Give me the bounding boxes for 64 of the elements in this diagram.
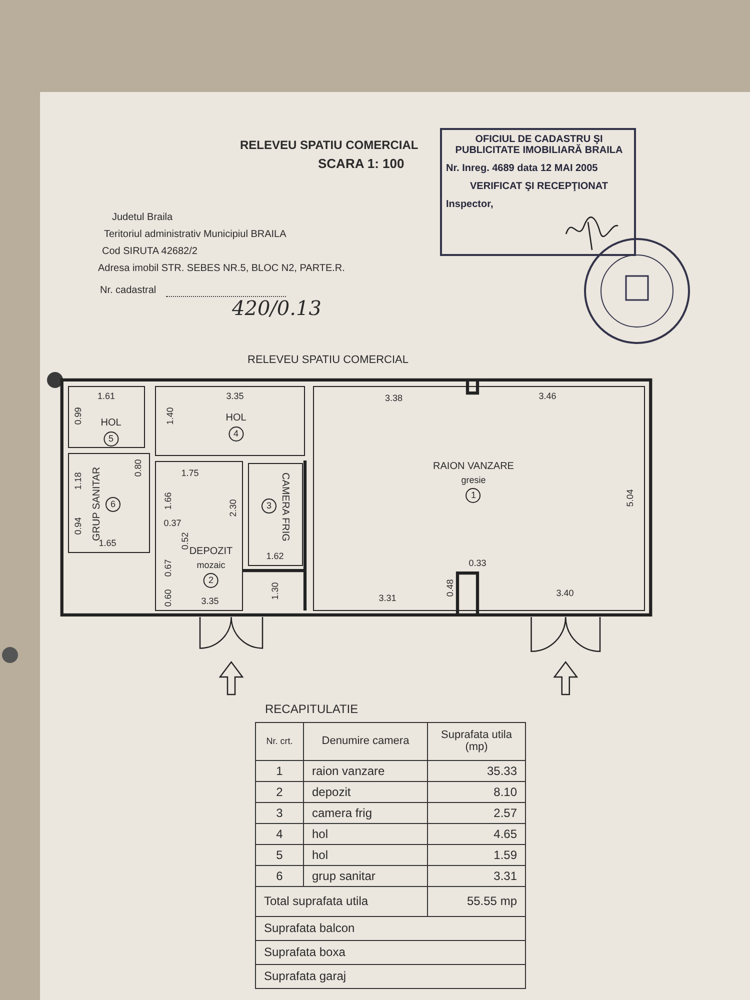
dimension-text: 1.62	[266, 550, 284, 560]
dimension-text: 3.31	[378, 593, 396, 603]
room-name: HOL	[226, 412, 246, 423]
dimension-text: 0.60	[162, 589, 172, 607]
dimension-text: 0.52	[180, 532, 190, 550]
dimension-text: 0.37	[164, 518, 182, 528]
territory-text: Teritoriul administrativ Municipiul BRAILA	[104, 229, 286, 240]
room	[68, 453, 150, 553]
handwritten-number: 420/0.13	[232, 296, 322, 320]
room-number: 5	[104, 431, 118, 446]
dimension-text: 1.30	[270, 582, 280, 600]
dimension-text: 3.46	[538, 390, 556, 400]
dimension-text: 3.35	[226, 390, 244, 400]
area-label: Suprafata garaj	[255, 964, 526, 989]
room-name: RAION VANZARE	[433, 460, 514, 472]
stamp-text: VERIFICAT ŞI RECEPŢIONAT	[469, 181, 609, 192]
cadastral-label: Nr. cadastral	[100, 285, 156, 296]
room	[248, 463, 302, 566]
scale-note: SCARA 1: 100	[318, 156, 404, 171]
room-name: CAMERA FRIG	[280, 472, 290, 541]
stamp-heading: OFICIUL DE CADASTRU ŞI PUBLICITATE IMOBILIARĂ BRAILA	[454, 134, 624, 156]
room-number: 4	[228, 426, 244, 441]
room-name: HOL	[100, 417, 122, 428]
dimension-text: 1.18	[72, 472, 82, 490]
dimension-text: 0.80	[132, 459, 142, 477]
table-title: RECAPITULATIE	[265, 702, 358, 716]
area-label: Suprafata boxa	[255, 940, 526, 965]
plan-heading: RELEVEU SPATIU COMERCIAL	[248, 354, 408, 366]
dimension-text: 3.40	[556, 588, 574, 598]
dimension-text: 3.38	[384, 393, 403, 403]
registration-line: Nr. Inreg. 4689 data 12 MAI 2005	[446, 163, 599, 174]
siruta-code: Cod SIRUTA 42682/2	[102, 246, 198, 257]
room	[155, 460, 242, 610]
dimension-text: 5.04	[625, 489, 635, 507]
dimension-text: 0.99	[72, 406, 82, 424]
document-title: RELEVEU SPATIU COMERCIAL	[240, 138, 418, 152]
room	[155, 386, 305, 456]
dimension-text: 1.66	[162, 492, 172, 510]
room-number: 1	[466, 488, 481, 502]
dimension-text: 0.94	[72, 516, 82, 534]
room	[68, 386, 145, 448]
dimension-text: 1.61	[97, 390, 116, 400]
dimension-text: 1.75	[181, 468, 199, 478]
dimension-text: 1.40	[165, 406, 175, 424]
room-name: DEPOZIT	[189, 546, 233, 556]
county-text: Judetul Braila	[112, 212, 173, 223]
area-label: Suprafata balcon	[255, 916, 526, 941]
dimension-text: 0.33	[468, 558, 486, 568]
room-number: 3	[262, 499, 276, 514]
inspector-label: Inspector,	[446, 199, 494, 210]
column-header: Nr. crt.	[255, 722, 304, 761]
address-text: Adresa imobil STR. SEBES NR.5, BLOC N2, PARTE.R.	[98, 263, 345, 274]
dimension-text: 0.67	[162, 559, 172, 577]
room-number: 2	[204, 572, 218, 588]
floor-finish: mozaic	[196, 560, 226, 570]
column-header: Suprafata utila (mp)	[427, 722, 526, 761]
dimension-text: 2.30	[228, 499, 238, 517]
room	[312, 386, 645, 610]
floor-finish: gresie	[461, 474, 486, 484]
dimension-text: 3.35	[201, 596, 219, 606]
dimension-text: 0.48	[445, 579, 455, 597]
stamp-box	[440, 128, 636, 256]
dimension-text: 1.65	[98, 538, 116, 548]
room-number: 6	[106, 496, 120, 512]
